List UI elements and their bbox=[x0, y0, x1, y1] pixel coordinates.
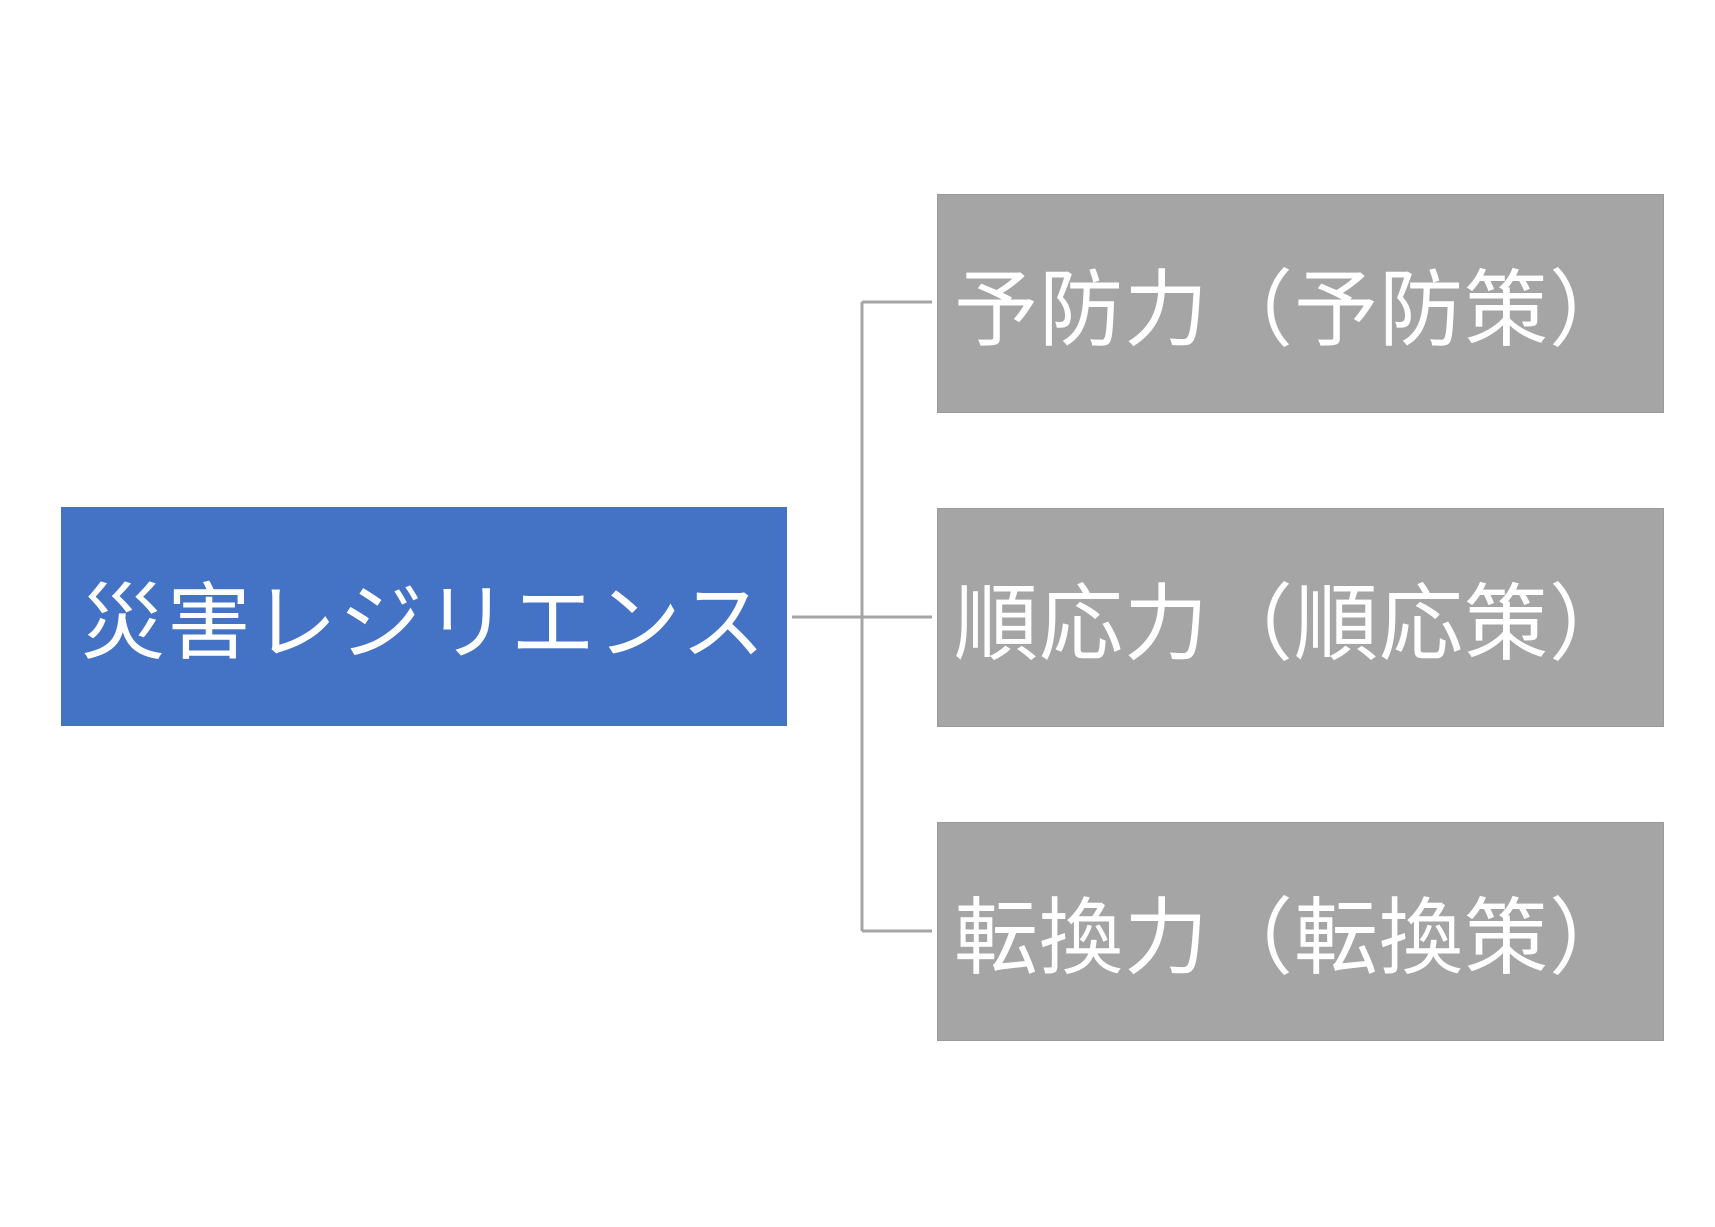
root-node-label: 災害レジリエンス bbox=[80, 574, 768, 672]
root-node-disaster-resilience: 災害レジリエンス bbox=[61, 507, 787, 726]
child-node-label: 順応力（順応策） bbox=[954, 575, 1635, 673]
child-node-transformation: 転換力（転換策） bbox=[937, 822, 1664, 1041]
child-node-prevention: 予防力（予防策） bbox=[937, 194, 1664, 413]
child-node-adaptation: 順応力（順応策） bbox=[937, 508, 1664, 727]
child-node-label: 予防力（予防策） bbox=[954, 261, 1635, 359]
child-node-label: 転換力（転換策） bbox=[954, 889, 1635, 987]
